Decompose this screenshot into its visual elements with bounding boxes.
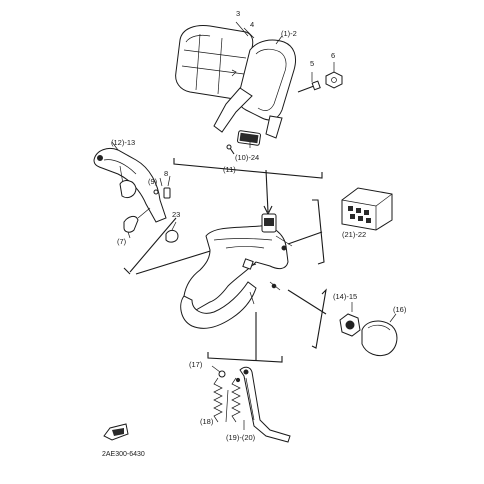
nut-cap-parts xyxy=(339,302,398,357)
label-10-24: (10)-24 xyxy=(235,153,259,162)
bolt-part xyxy=(297,80,321,93)
label-12-13: (12)-13 xyxy=(111,138,135,147)
label-3: 3 xyxy=(236,9,240,18)
label-19-20: (19)-(20) xyxy=(226,433,256,442)
label-11: (11) xyxy=(223,165,236,174)
backrest-frame-part xyxy=(213,39,297,139)
mounting-plate-part xyxy=(237,130,261,146)
label-16: (16) xyxy=(393,305,407,314)
label-4: 4 xyxy=(250,20,254,29)
label-21-22: (21)-22 xyxy=(342,230,366,239)
label-5: 5 xyxy=(310,59,314,68)
front-arrow-icon xyxy=(103,423,129,441)
lever-assembly xyxy=(93,141,179,243)
label-18: (18) xyxy=(200,417,214,426)
nut-part xyxy=(325,71,343,89)
group-bracket-right-top xyxy=(287,199,325,265)
label-8: 8 xyxy=(164,169,168,178)
label-1-2: (1)-2 xyxy=(281,29,297,38)
figure-code: 2AE300-6430 xyxy=(102,451,145,458)
label-9: (9) xyxy=(148,177,158,186)
label-7: (7) xyxy=(117,237,127,246)
label-6: 6 xyxy=(331,51,335,60)
main-frame-assembly xyxy=(180,213,293,329)
screw-part xyxy=(226,144,235,155)
seat-bracket-assembly xyxy=(175,21,343,155)
sidestand-assembly xyxy=(207,312,291,443)
group-bracket-right-low xyxy=(287,288,327,349)
label-14-15: (14)-15 xyxy=(333,292,357,301)
label-23: 23 xyxy=(172,210,180,219)
spring-part xyxy=(213,377,241,423)
connector-block xyxy=(341,187,393,231)
group-bracket-left xyxy=(123,217,221,275)
group-bracket-top xyxy=(173,158,323,216)
label-17: (17) xyxy=(189,360,203,369)
